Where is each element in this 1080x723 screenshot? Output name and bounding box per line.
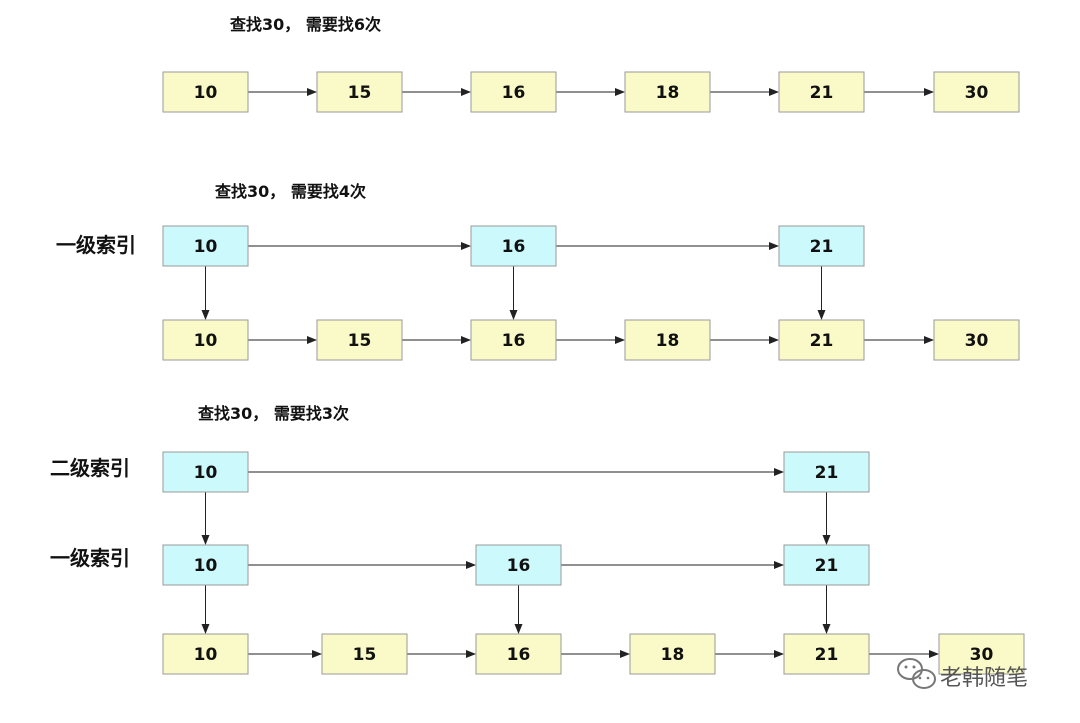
node-index-21: 21 (783, 544, 870, 586)
node-box (470, 71, 557, 113)
node-data-18: 18 (624, 319, 711, 361)
node-data-10: 10 (162, 633, 249, 675)
node-data-30: 30 (933, 71, 1020, 113)
node-value: 21 (810, 83, 834, 103)
node-value: 30 (970, 645, 994, 665)
node-value: 21 (810, 237, 834, 257)
caption-3: 查找30， 需要找3次 (198, 404, 349, 423)
node-value: 18 (656, 83, 680, 103)
node-value: 18 (661, 645, 685, 665)
node-box (162, 319, 249, 361)
node-value: 10 (194, 645, 218, 665)
node-value: 30 (965, 83, 989, 103)
node-data-15: 15 (316, 71, 403, 113)
node-index-21: 21 (783, 451, 870, 493)
node-index-21: 21 (778, 225, 865, 267)
node-value: 15 (348, 83, 372, 103)
node-value: 16 (502, 331, 526, 351)
caption-1: 查找30， 需要找6次 (230, 15, 381, 34)
level-label-d3-level2: 二级索引 (50, 456, 130, 480)
node-value: 21 (810, 331, 834, 351)
watermark-text: 老韩随笔 (940, 666, 1028, 691)
node-box (316, 319, 403, 361)
node-box (470, 319, 557, 361)
node-value: 21 (815, 556, 839, 576)
node-value: 16 (502, 237, 526, 257)
node-data-10: 10 (162, 319, 249, 361)
node-value: 21 (815, 645, 839, 665)
node-box (778, 225, 865, 267)
node-data-18: 18 (624, 71, 711, 113)
node-box (162, 451, 249, 493)
node-box (162, 225, 249, 267)
node-box (470, 225, 557, 267)
node-index-10: 10 (162, 451, 249, 493)
node-value: 15 (348, 331, 372, 351)
node-index-10: 10 (162, 225, 249, 267)
node-data-16: 16 (475, 633, 562, 675)
node-data-21: 21 (778, 319, 865, 361)
node-box (938, 633, 1025, 675)
node-value: 10 (194, 556, 218, 576)
node-box (475, 544, 562, 586)
node-value: 10 (194, 83, 218, 103)
node-box (933, 319, 1020, 361)
node-value: 30 (965, 331, 989, 351)
node-box (778, 319, 865, 361)
level-label-d3-level1: 一级索引 (50, 546, 130, 570)
node-box (162, 71, 249, 113)
node-value: 16 (502, 83, 526, 103)
node-box (321, 633, 408, 675)
arrows-layer (201, 88, 939, 658)
node-data-16: 16 (470, 71, 557, 113)
node-box (162, 544, 249, 586)
node-index-16: 16 (470, 225, 557, 267)
node-data-30: 30 (933, 319, 1020, 361)
node-value: 21 (815, 463, 839, 483)
node-data-30: 30 (938, 633, 1025, 675)
node-index-10: 10 (162, 544, 249, 586)
node-box (475, 633, 562, 675)
node-box (783, 544, 870, 586)
node-value: 10 (194, 237, 218, 257)
node-box (778, 71, 865, 113)
node-box (629, 633, 716, 675)
node-value: 16 (507, 645, 531, 665)
node-value: 10 (194, 463, 218, 483)
node-data-15: 15 (316, 319, 403, 361)
nodes-layer: 10 15 16 18 21 30 10 16 21 10 15 16 18 21 30 10 21 10 16 21… (162, 71, 1025, 675)
node-data-15: 15 (321, 633, 408, 675)
node-data-21: 21 (783, 633, 870, 675)
node-box (624, 71, 711, 113)
node-index-16: 16 (475, 544, 562, 586)
node-data-10: 10 (162, 71, 249, 113)
node-box (162, 633, 249, 675)
node-data-16: 16 (470, 319, 557, 361)
node-data-21: 21 (778, 71, 865, 113)
wechat-icon (897, 658, 936, 689)
node-box (783, 451, 870, 493)
node-data-18: 18 (629, 633, 716, 675)
node-value: 16 (507, 556, 531, 576)
node-box (624, 319, 711, 361)
node-box (933, 71, 1020, 113)
watermark: 老韩随笔 (897, 658, 1028, 691)
node-box (783, 633, 870, 675)
node-box (316, 71, 403, 113)
node-value: 18 (656, 331, 680, 351)
level-label-d2-level1: 一级索引 (56, 233, 136, 257)
node-value: 10 (194, 331, 218, 351)
caption-2: 查找30， 需要找4次 (215, 182, 366, 201)
node-value: 15 (353, 645, 377, 665)
